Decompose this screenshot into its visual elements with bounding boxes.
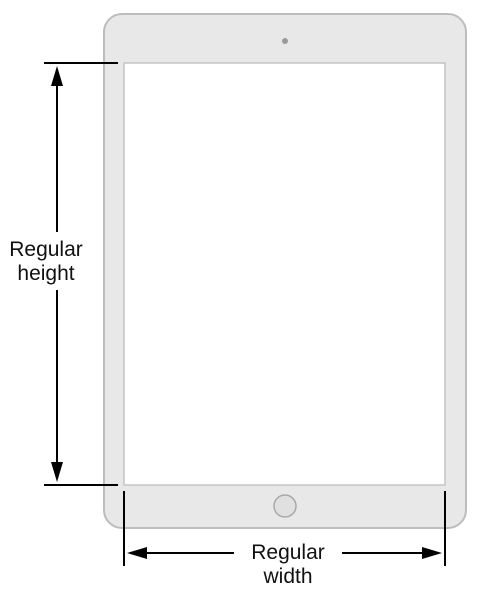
width-arrow-left-head [127, 547, 147, 559]
width-arrow-right-head [422, 547, 442, 559]
home-button-icon [273, 494, 297, 518]
height-label-line1: Regular [9, 238, 83, 261]
tablet-screen [123, 62, 446, 486]
height-arrow-down-head [51, 462, 63, 482]
width-dimension [123, 491, 446, 566]
height-label: Regular height [0, 236, 92, 288]
height-arrow-up-head [51, 66, 63, 86]
height-label-line2: height [17, 262, 75, 285]
height-dimension [44, 62, 118, 486]
width-label: Regular width [234, 541, 342, 589]
width-label-line1: Regular [251, 541, 325, 564]
width-label-line2: width [263, 565, 313, 588]
front-camera-icon [282, 38, 288, 44]
